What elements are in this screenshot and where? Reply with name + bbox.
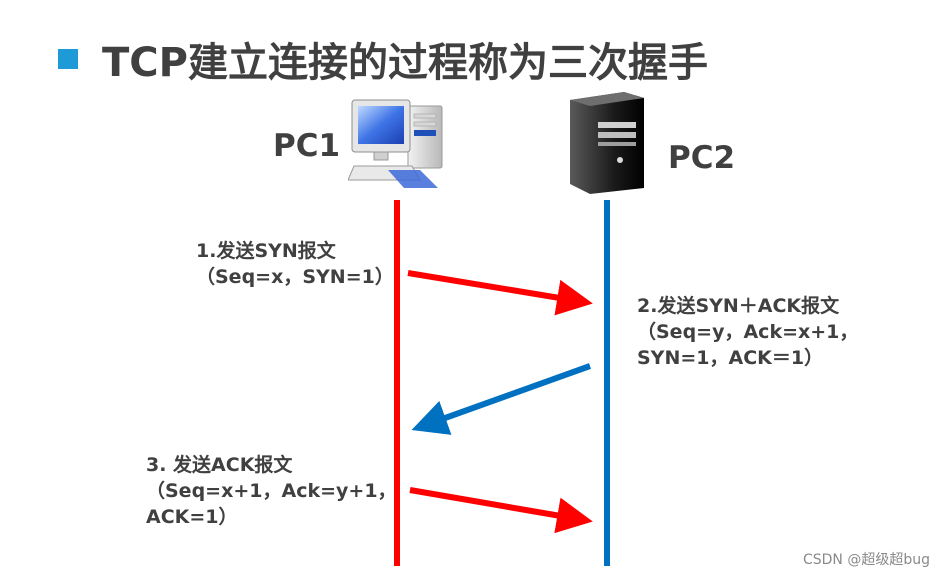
- message-2-line-1: 2.发送SYN＋ACK报文: [637, 295, 840, 317]
- watermark: CSDN @超级超bug: [802, 552, 930, 568]
- syn-arrow: [407, 270, 593, 316]
- desktop-computer-icon: [348, 99, 443, 188]
- title-bar: TCP建立连接的过程称为三次握手: [58, 30, 708, 88]
- message-1-line-2: （Seq=x，SYN=1）: [196, 266, 394, 288]
- message-1-line-1: 1.发送SYN报文: [196, 240, 336, 262]
- pc1-lifeline: [394, 200, 400, 566]
- pc1-label: PC1: [273, 128, 341, 164]
- message-3-line-1: 3. 发送ACK报文: [146, 454, 293, 476]
- page-title: TCP建立连接的过程称为三次握手: [102, 40, 708, 86]
- ack-arrow: [409, 487, 593, 534]
- pc2-label: PC2: [668, 140, 736, 176]
- message-2-line-2: （Seq=y，Ack=x+1，: [637, 321, 859, 343]
- syn-ack-arrow: [411, 363, 592, 435]
- message-3-line-2: （Seq=x+1，Ack=y+1，: [146, 480, 397, 502]
- message-2-line-3: SYN=1，ACK＝1）: [637, 347, 824, 369]
- pc2-lifeline: [604, 200, 610, 566]
- server-tower-icon: [570, 92, 644, 194]
- message-2-text: 2.发送SYN＋ACK报文 （Seq=y，Ack=x+1， SYN=1，ACK＝…: [637, 293, 858, 371]
- message-1-text: 1.发送SYN报文 （Seq=x，SYN=1）: [196, 238, 394, 290]
- title-bullet: [58, 49, 78, 69]
- message-3-line-3: ACK=1）: [146, 506, 238, 528]
- message-3-text: 3. 发送ACK报文 （Seq=x+1，Ack=y+1， ACK=1）: [146, 452, 397, 530]
